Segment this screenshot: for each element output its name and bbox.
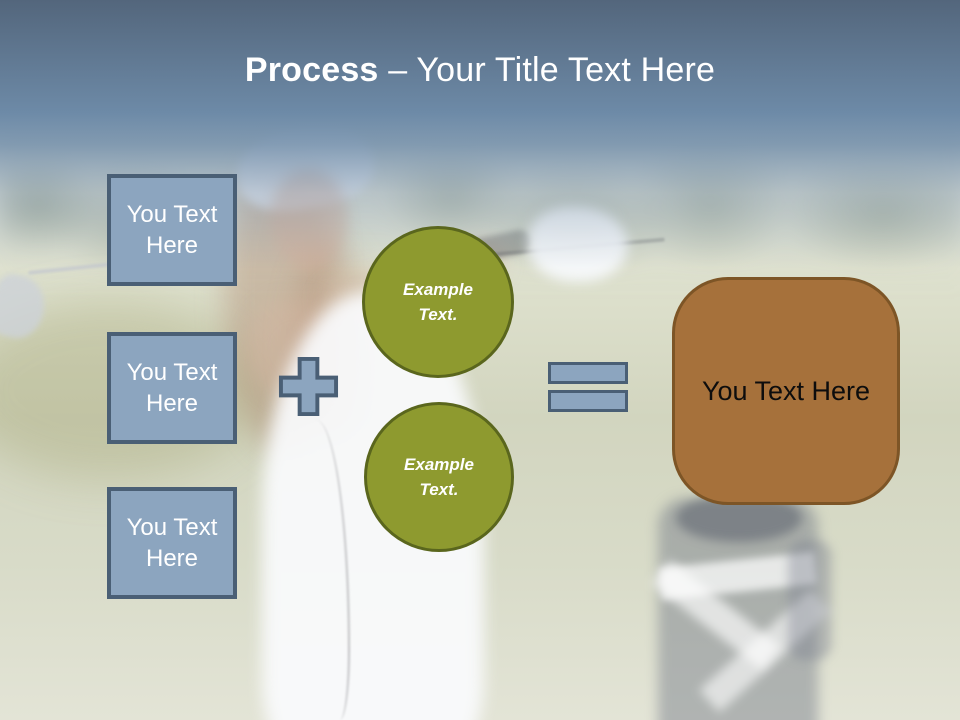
title-rest: – Your Title Text Here bbox=[388, 51, 716, 89]
example-circle-label: Example Text. bbox=[403, 280, 473, 324]
equals-icon[interactable] bbox=[548, 362, 628, 412]
process-box-label: You Text Here bbox=[126, 359, 218, 417]
golf-bag-pocket bbox=[788, 540, 832, 660]
equals-bar bbox=[548, 362, 628, 384]
process-box-3[interactable]: You Text Here bbox=[107, 487, 237, 599]
process-box-label: You Text Here bbox=[126, 514, 218, 572]
plus-icon[interactable] bbox=[277, 355, 340, 418]
result-box[interactable]: You Text Here bbox=[672, 277, 900, 505]
result-box-label: You Text Here bbox=[701, 375, 871, 406]
process-box-2[interactable]: You Text Here bbox=[107, 332, 237, 444]
equals-bar bbox=[548, 390, 628, 412]
example-circle-1[interactable]: Example Text. bbox=[362, 226, 514, 378]
title-keyword: Process bbox=[244, 51, 379, 89]
process-box-label: You Text Here bbox=[126, 201, 218, 259]
example-circle-2[interactable]: Example Text. bbox=[364, 402, 514, 552]
process-box-1[interactable]: You Text Here bbox=[107, 174, 237, 286]
example-circle-label: Example Text. bbox=[404, 455, 474, 499]
slide-title[interactable]: Process – Your Title Text Here bbox=[0, 50, 960, 90]
